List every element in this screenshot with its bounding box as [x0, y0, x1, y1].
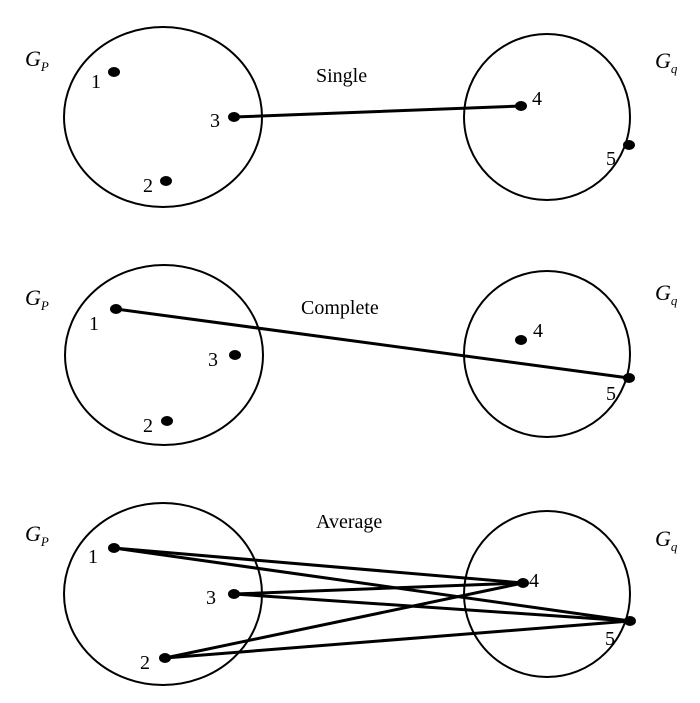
- node-3-label: 3: [208, 349, 218, 371]
- node-1-label: 1: [89, 313, 99, 335]
- left-cluster-circle: [64, 264, 264, 446]
- node-2-label: 2: [143, 175, 153, 197]
- node-2: [159, 653, 171, 663]
- node-3: [228, 589, 240, 599]
- node-4-label: 4: [533, 320, 543, 342]
- node-2-label: 2: [140, 652, 150, 674]
- panel-complete: GP Gq Complete 1 2 3 4 5: [25, 264, 678, 446]
- right-group-label: Gq: [655, 48, 678, 76]
- edge-1-5: [114, 307, 631, 380]
- method-title: Complete: [301, 297, 379, 319]
- node-5: [623, 373, 635, 383]
- panel-average: GP Gq Average 1 2 3 4 5: [25, 502, 678, 686]
- left-group-label: GP: [25, 46, 49, 74]
- node-1-label: 1: [91, 71, 101, 93]
- node-3-label: 3: [210, 110, 220, 132]
- node-1: [108, 543, 120, 553]
- edge-2-5: [163, 619, 632, 660]
- node-1: [108, 67, 120, 77]
- right-group-label: Gq: [655, 526, 678, 554]
- node-5-label: 5: [606, 383, 616, 405]
- node-3-label: 3: [206, 587, 216, 609]
- node-4: [517, 578, 529, 588]
- right-cluster-circle: [463, 33, 631, 201]
- node-5-label: 5: [606, 148, 616, 170]
- right-cluster-circle: [463, 510, 631, 678]
- node-5: [623, 140, 635, 150]
- node-4-label: 4: [532, 88, 542, 110]
- left-group-label: GP: [25, 285, 49, 313]
- edge-3-5: [232, 592, 632, 623]
- right-group-label: Gq: [655, 280, 678, 308]
- edge-3-4: [232, 581, 525, 596]
- edge-1-4: [112, 546, 525, 585]
- node-4-label: 4: [529, 570, 539, 592]
- node-2-label: 2: [143, 415, 153, 437]
- edge-3-4: [232, 104, 523, 119]
- node-2: [160, 176, 172, 186]
- node-2: [161, 416, 173, 426]
- node-3: [228, 112, 240, 122]
- node-3: [229, 350, 241, 360]
- method-title: Single: [316, 65, 367, 87]
- node-5-label: 5: [605, 628, 615, 650]
- node-1-label: 1: [88, 546, 98, 568]
- node-4: [515, 101, 527, 111]
- panel-single: GP Gq Single 1 2 3 4 5: [25, 26, 678, 208]
- node-4: [515, 335, 527, 345]
- node-1: [110, 304, 122, 314]
- right-cluster-circle: [463, 270, 631, 438]
- edge-2-4: [163, 581, 525, 660]
- edge-1-5: [112, 546, 632, 623]
- left-group-label: GP: [25, 521, 49, 549]
- node-5: [624, 616, 636, 626]
- method-title: Average: [316, 511, 382, 533]
